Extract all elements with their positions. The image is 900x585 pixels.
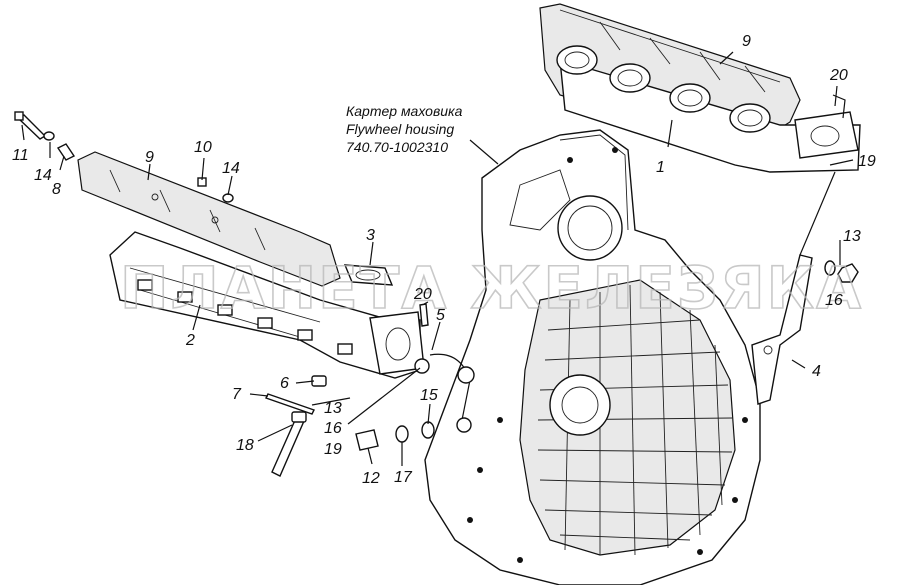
exhaust-manifold-left — [109, 231, 425, 379]
leader-lines — [21, 51, 854, 466]
callout-14-upper: 14 — [222, 160, 240, 177]
caption-code: 740.70-1002310 — [346, 139, 448, 155]
pin-7 — [265, 393, 315, 415]
washer-17 — [395, 425, 409, 443]
gasket-3 — [343, 264, 394, 286]
washer-14-left — [43, 131, 55, 141]
callout-11: 11 — [12, 147, 29, 164]
callout-17: 17 — [394, 469, 413, 486]
callout-1: 1 — [656, 159, 665, 176]
callout-2: 2 — [185, 332, 195, 349]
callout-16-left: 16 — [324, 420, 342, 437]
callout-12: 12 — [362, 470, 380, 487]
fitting-12 — [355, 429, 379, 451]
callout-5: 5 — [436, 307, 445, 324]
callout-4: 4 — [812, 363, 821, 380]
caption-ru: Картер маховика — [346, 103, 463, 119]
callout-13-left: 13 — [324, 400, 342, 417]
callout-10: 10 — [194, 139, 212, 156]
callout-numbers: 1 2 3 4 5 6 7 8 9 9 10 11 12 13 13 14 14… — [12, 33, 876, 487]
bracket-4 — [751, 254, 813, 405]
heat-shield-left — [77, 151, 341, 287]
flywheel-housing — [424, 129, 761, 585]
callout-16-right: 16 — [825, 292, 843, 309]
washer-15 — [421, 421, 435, 439]
callout-19-left: 19 — [324, 441, 342, 458]
callout-14-left: 14 — [34, 167, 52, 184]
callout-8: 8 — [52, 181, 61, 198]
callout-9-left: 9 — [145, 149, 154, 166]
tube-5 — [429, 353, 475, 433]
nut-13-right — [837, 263, 859, 283]
washer-14-upper — [222, 193, 234, 203]
callout-6: 6 — [280, 375, 289, 392]
stud-18 — [271, 411, 307, 477]
callout-15: 15 — [420, 387, 438, 404]
stud-20-left — [419, 303, 429, 327]
caption-en: Flywheel housing — [346, 121, 454, 137]
exhaust-manifold-right — [539, 3, 861, 173]
callout-13-right: 13 — [843, 228, 861, 245]
callout-20-right: 20 — [829, 67, 848, 84]
bolt-11 — [14, 111, 47, 140]
spacer-6 — [311, 375, 327, 387]
callout-3: 3 — [366, 227, 375, 244]
callout-19-right: 19 — [858, 153, 876, 170]
watermark: ПЛАНЕТА ЖЕЛЕЗЯКА — [120, 254, 863, 322]
washer-16-right — [824, 260, 836, 276]
manifold-ports — [556, 45, 771, 133]
sleeve-8 — [56, 143, 76, 161]
callout-18: 18 — [236, 437, 254, 454]
callout-20-left: 20 — [413, 286, 432, 303]
callout-7: 7 — [232, 386, 242, 403]
callout-9-right: 9 — [742, 33, 751, 50]
